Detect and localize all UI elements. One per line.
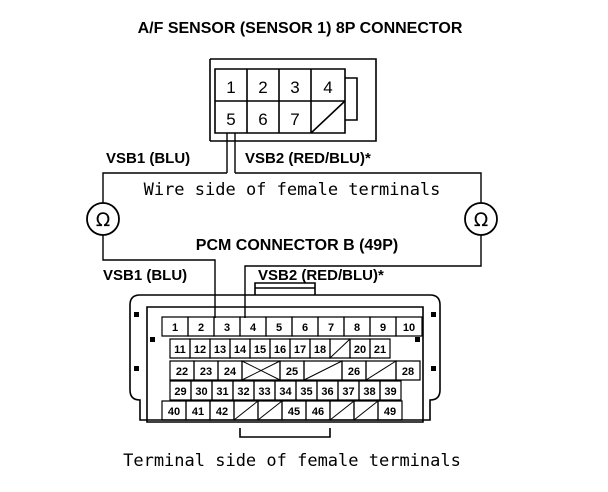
pcm-pin-label: 1 xyxy=(172,322,178,334)
right-ohmmeter-circle xyxy=(465,203,497,235)
sensor-connector-pins: 1 2 3 4 5 6 7 xyxy=(226,78,332,129)
pcm-pin-label: 20 xyxy=(354,344,366,356)
pcm-pin-blank-mark xyxy=(330,339,350,358)
meter-wiring xyxy=(103,173,481,318)
sensor-connector-outer-shell xyxy=(210,59,376,141)
pcm-pin-blank-mark xyxy=(242,361,280,380)
pcm-pin-cell xyxy=(370,339,390,358)
left-ohmmeter-circle xyxy=(87,203,119,235)
pcm-pin-label: 6 xyxy=(302,322,308,334)
right-meter-lead-top xyxy=(235,173,481,203)
pcm-pin-label: 21 xyxy=(374,344,386,356)
pcm-pin-label: 5 xyxy=(276,322,282,334)
pcm-pin-label: 45 xyxy=(288,406,300,418)
sensor-pin-label: 2 xyxy=(258,78,267,97)
pcm-pin-label: 25 xyxy=(286,366,298,378)
pcm-pin-label: 42 xyxy=(216,406,228,418)
pcm-pin-blank-mark xyxy=(366,361,396,380)
pcm-pin-label: 2 xyxy=(198,322,204,334)
pcm-pin-label: 37 xyxy=(342,386,354,398)
pcm-pin-label: 18 xyxy=(314,344,326,356)
pcm-pin-label: 11 xyxy=(174,344,186,356)
pcm-pin-label: 28 xyxy=(402,366,414,378)
pcm-pin-label: 34 xyxy=(279,386,292,398)
ohm-icon: Ω xyxy=(474,209,489,231)
pcm-connector-bottom-latch xyxy=(240,428,330,437)
pcm-pin-label: 36 xyxy=(321,386,333,398)
pcm-pin-label: 31 xyxy=(216,386,228,398)
pcm-connector-49p xyxy=(130,283,440,437)
right-ohmmeter: Ω xyxy=(465,203,497,235)
pcm-pin-label: 8 xyxy=(354,322,360,334)
pcm-connector-title: PCM CONNECTOR B (49P) xyxy=(196,237,398,254)
pcm-pin-label: 17 xyxy=(294,344,306,356)
pcm-pin-cell xyxy=(396,317,422,336)
pcm-pin-label: 3 xyxy=(224,322,230,334)
pcm-pin-label: 13 xyxy=(214,344,226,356)
sensor-vsb2-label: VSB2 (RED/BLU)* xyxy=(245,150,371,167)
pcm-pin-label: 39 xyxy=(384,386,396,398)
pcm-pin-label: 16 xyxy=(274,344,286,356)
pcm-pin-label: 49 xyxy=(384,406,396,418)
pcm-pin-label: 23 xyxy=(200,366,212,378)
pcm-pin-cell xyxy=(378,401,402,420)
pcm-pin-cell xyxy=(380,381,401,400)
diagram-title: A/F SENSOR (SENSOR 1) 8P CONNECTOR xyxy=(138,20,463,37)
right-meter-lead-bottom xyxy=(245,235,481,318)
pcm-pin-blank-mark xyxy=(304,361,342,380)
pcm-pin-label: 26 xyxy=(348,366,360,378)
pcm-pin-label: 10 xyxy=(403,322,415,334)
pcm-pin-blank-mark xyxy=(330,401,354,420)
pcm-pin-cell xyxy=(396,361,420,380)
pcm-pin-label: 41 xyxy=(192,406,204,418)
sensor-vsb1-label: VSB1 (BLU) xyxy=(106,150,190,167)
sensor-pin-label: 5 xyxy=(226,110,235,129)
sensor-pin-label: 7 xyxy=(290,110,299,129)
sensor-probe-wires xyxy=(227,133,235,173)
pcm-pin-label: 38 xyxy=(363,386,375,398)
sensor-pin-label: 6 xyxy=(258,110,267,129)
wire-side-label: Wire side of female terminals xyxy=(144,180,441,200)
pcm-pin-label: 14 xyxy=(234,344,247,356)
left-meter-lead-bottom xyxy=(103,235,215,318)
terminal-side-label: Terminal side of female terminals xyxy=(123,451,461,471)
sensor-connector-latch xyxy=(345,78,357,120)
pcm-vsb2-label: VSB2 (RED/BLU)* xyxy=(258,267,384,284)
pcm-pin-label: 33 xyxy=(258,386,270,398)
pcm-pin-label: 22 xyxy=(176,366,188,378)
sensor-pin-label: 4 xyxy=(323,78,332,97)
pcm-pin-label: 7 xyxy=(328,322,334,334)
left-meter-lead-top xyxy=(103,173,227,203)
pcm-pin-label: 15 xyxy=(254,344,266,356)
sensor-connector-8p xyxy=(210,59,376,141)
sensor-pin-label: 3 xyxy=(290,78,299,97)
pcm-connector-top-latch xyxy=(255,283,315,295)
pcm-pin-label: 46 xyxy=(312,406,324,418)
pcm-pin-label: 4 xyxy=(250,322,257,334)
left-ohmmeter: Ω xyxy=(87,203,119,235)
pcm-pin-label: 35 xyxy=(300,386,312,398)
pcm-vsb1-label: VSB1 (BLU) xyxy=(103,267,187,284)
pcm-pin-label: 12 xyxy=(194,344,206,356)
pcm-pin-label: 9 xyxy=(380,322,386,334)
pcm-pin-label: 29 xyxy=(174,386,186,398)
pcm-connector-body xyxy=(147,307,423,422)
pcm-connector-side-marks xyxy=(134,312,436,371)
pcm-pin-label: 40 xyxy=(168,406,180,418)
pcm-pin-label: 30 xyxy=(195,386,207,398)
pcm-pin-blank-mark xyxy=(234,401,258,420)
sensor-pin-label: 1 xyxy=(226,78,235,97)
pcm-connector-outer-shell xyxy=(130,295,440,420)
sensor-pin-8-blank xyxy=(311,101,345,133)
pcm-pin-blank-mark xyxy=(258,401,282,420)
pcm-pin-label: 32 xyxy=(237,386,249,398)
pcm-pin-blank-mark xyxy=(354,401,378,420)
pcm-pin-label: 24 xyxy=(224,366,237,378)
ohm-icon: Ω xyxy=(96,209,111,231)
